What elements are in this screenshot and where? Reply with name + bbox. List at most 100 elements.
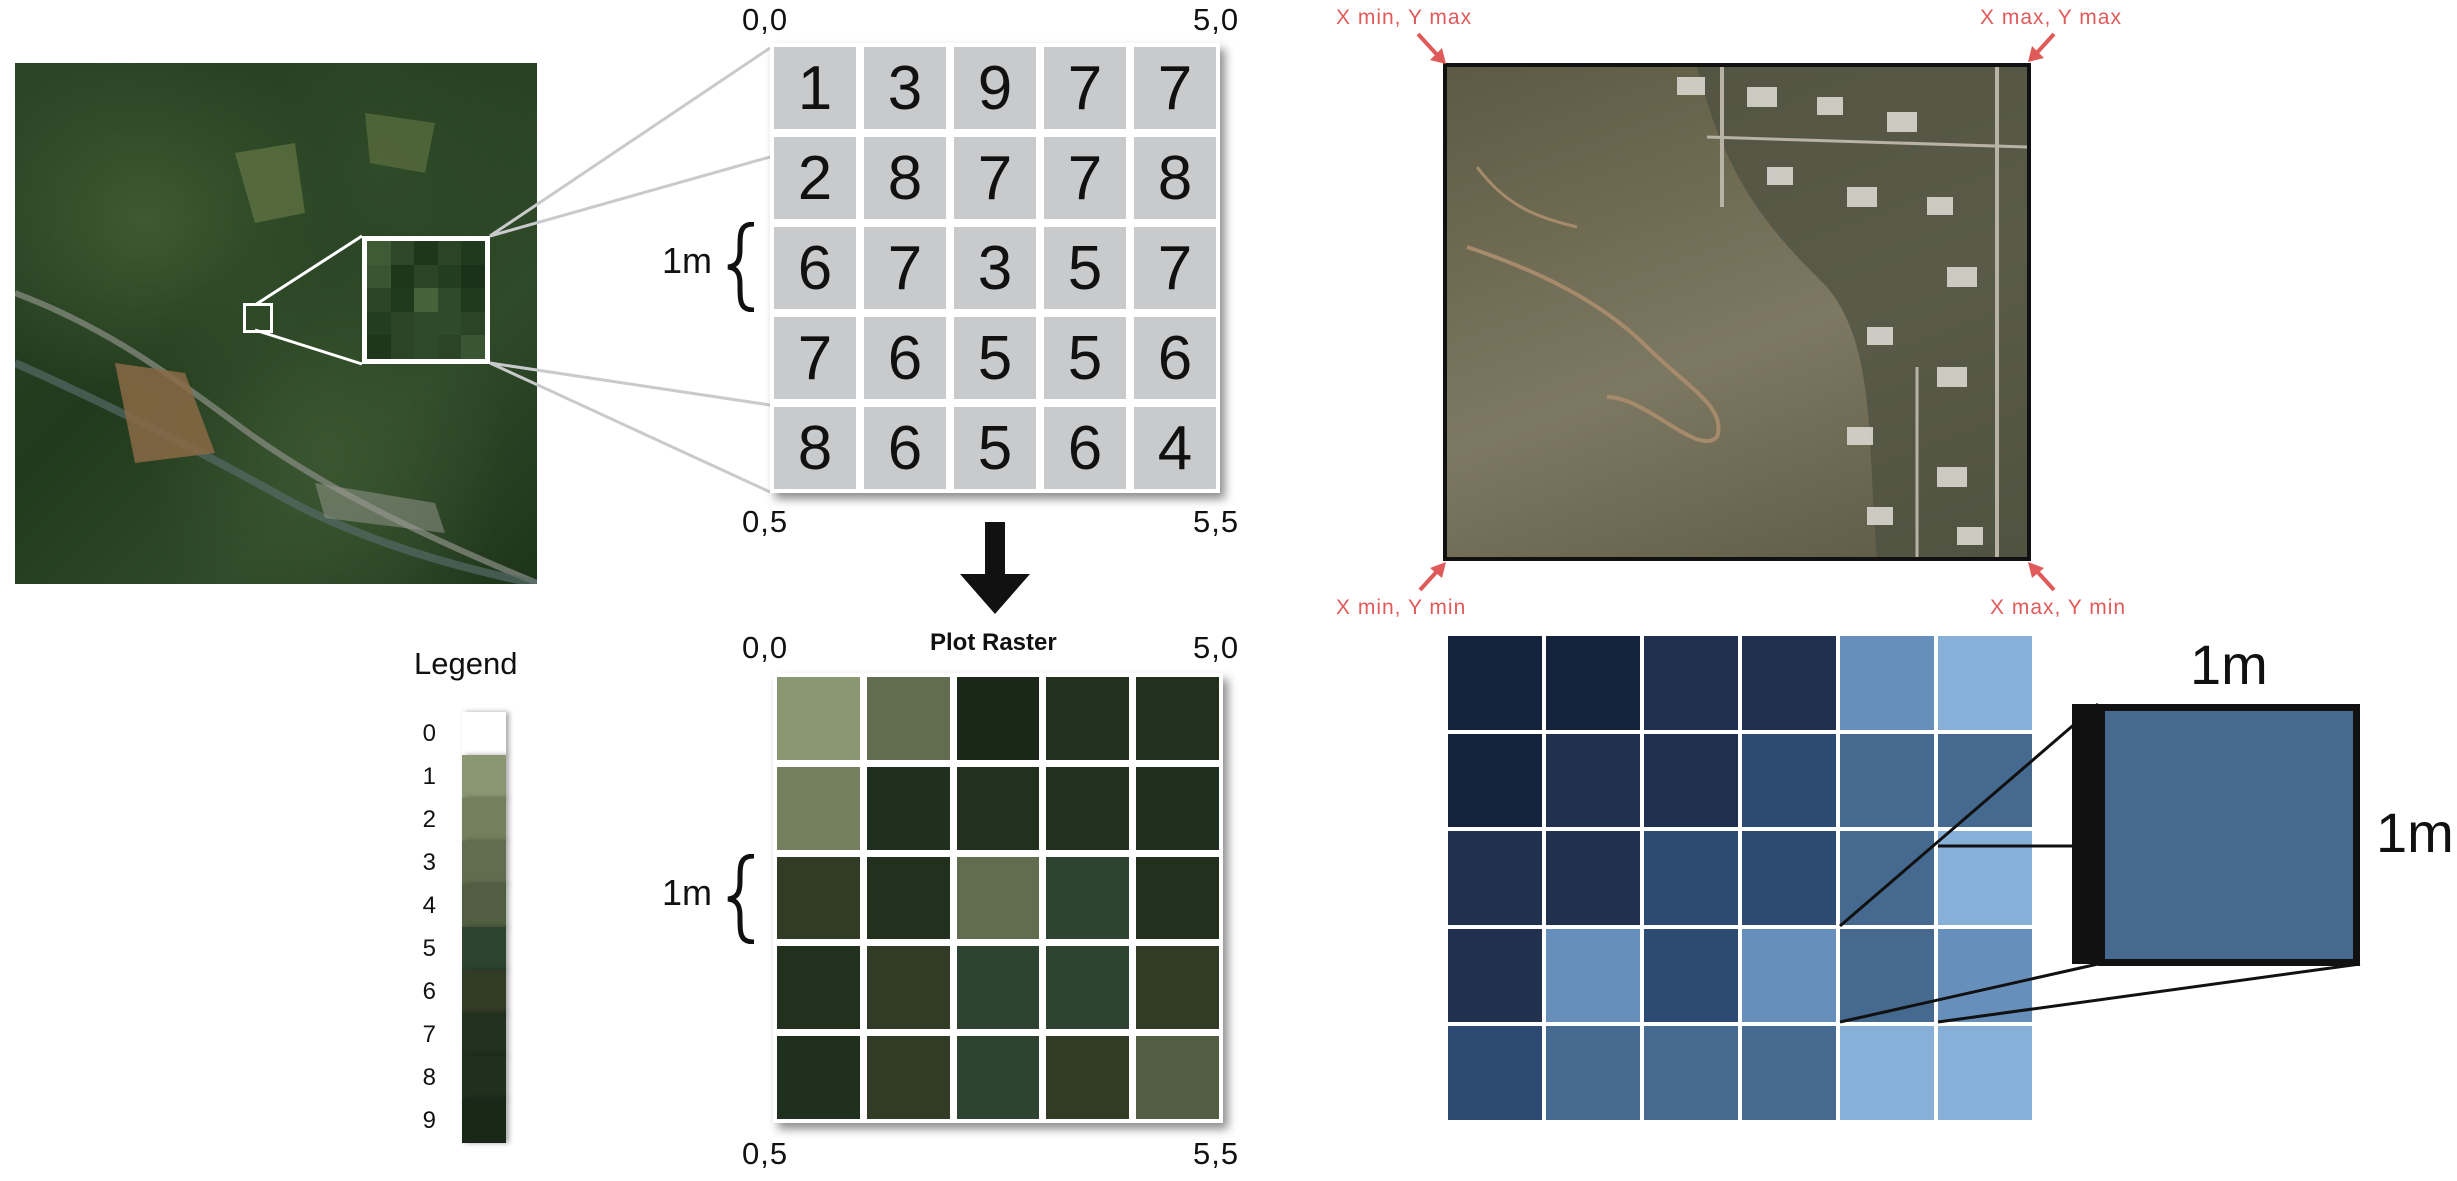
legend-swatch	[462, 1055, 506, 1100]
raster-cell	[1046, 856, 1130, 940]
raster-cell	[1136, 766, 1219, 850]
blue-raster-cell	[1742, 733, 1836, 828]
number-cell: 5	[1044, 317, 1126, 399]
blue-raster-cell	[1448, 733, 1542, 828]
raster-cell	[1136, 856, 1219, 940]
number-cell: 1	[774, 47, 856, 129]
blue-raster-cell	[1840, 636, 1934, 730]
legend-title: Legend	[414, 646, 518, 681]
raster-cell	[956, 946, 1040, 1030]
raster-cell	[1136, 677, 1219, 760]
blue-raster-cell	[1938, 928, 2032, 1023]
legend-item: 7	[412, 1012, 506, 1057]
number-cell: 8	[864, 137, 946, 219]
raster-cell	[1136, 946, 1219, 1030]
raster-cell	[866, 677, 950, 760]
number-cell: 7	[774, 317, 856, 399]
number-cell: 8	[774, 407, 856, 489]
top-grid-coord-tr: 5,0	[1193, 2, 1240, 37]
corner-label-top-right: X max, Y max	[1980, 6, 2122, 29]
number-cell: 5	[1044, 227, 1126, 309]
aerial-features	[1466, 67, 2027, 557]
legend-item-label: 4	[422, 891, 436, 919]
blue-raster-cell	[1742, 831, 1836, 925]
blue-raster-cell	[1742, 636, 1836, 730]
blue-raster-grid	[1448, 636, 2032, 1120]
number-cell: 7	[1044, 137, 1126, 219]
top-grid-coord-bl: 0,5	[742, 504, 789, 539]
blue-raster-cell	[1448, 831, 1542, 925]
raster-cell	[956, 677, 1040, 760]
raster-cell	[1046, 677, 1130, 760]
blue-raster-cell	[1644, 928, 1738, 1023]
legend-item-label: 5	[422, 934, 436, 962]
legend-item: 9	[412, 1098, 506, 1143]
blue-raster-cell	[1644, 733, 1738, 828]
legend-item: 8	[412, 1055, 506, 1100]
number-cell: 9	[954, 47, 1036, 129]
blue-raster-cell	[1742, 1026, 1836, 1120]
raster-cell	[866, 1036, 950, 1119]
number-cell: 6	[1134, 317, 1216, 399]
number-cell: 6	[1044, 407, 1126, 489]
raster-cell	[866, 766, 950, 850]
blue-raster-cell	[1938, 636, 2032, 730]
number-cell: 2	[774, 137, 856, 219]
legend-item-label: 3	[422, 848, 436, 876]
number-cell: 6	[774, 227, 856, 309]
raster-cell	[777, 677, 860, 760]
raster-cell	[777, 946, 860, 1030]
blue-raster-cell	[1644, 1026, 1738, 1120]
bottom-grid-coord-br: 5,5	[1193, 1136, 1240, 1171]
corner-label-bottom-right: X max, Y min	[1990, 596, 2127, 619]
raster-cell	[1136, 1036, 1219, 1119]
legend-item-label: 1	[422, 762, 436, 790]
blue-raster-cell	[1448, 928, 1542, 1023]
blue-raster-cell	[1938, 733, 2032, 828]
plot-raster-cell-size-label: 1m	[662, 872, 713, 913]
blue-raster-cell	[1546, 928, 1640, 1023]
blue-raster-cell	[1742, 928, 1836, 1023]
number-cell: 6	[864, 317, 946, 399]
raster-cell	[1046, 1036, 1130, 1119]
raster-cell	[1046, 766, 1130, 850]
legend-item: 0	[412, 711, 506, 756]
number-cell: 6	[864, 407, 946, 489]
number-cell: 4	[1134, 407, 1216, 489]
blue-raster-cell	[1546, 1026, 1640, 1120]
bottom-grid-coord-tl: 0,0	[742, 630, 789, 665]
down-arrow	[960, 522, 1030, 614]
zoomed-cell-height-label: 1m	[2376, 801, 2454, 864]
corner-label-top-left: X min, Y max	[1336, 6, 1473, 29]
number-grid-cell-size-label: 1m	[662, 240, 713, 281]
zoomed-cell-width-label: 1m	[2190, 633, 2268, 696]
raster-cell	[956, 856, 1040, 940]
raster-cell	[866, 946, 950, 1030]
number-cell: 3	[864, 47, 946, 129]
blue-raster-cell	[1448, 636, 1542, 730]
blue-raster-cell	[1448, 1026, 1542, 1120]
bottom-grid-coord-tr: 5,0	[1193, 630, 1240, 665]
corner-label-bottom-left: X min, Y min	[1336, 596, 1467, 619]
blue-raster-cell	[1840, 928, 1934, 1023]
blue-raster-cell	[1644, 831, 1738, 925]
raster-cell	[777, 1036, 860, 1119]
number-cell: 7	[1134, 47, 1216, 129]
satellite-inset	[362, 236, 490, 364]
legend-swatch	[462, 969, 506, 1014]
bottom-grid-coord-bl: 0,5	[742, 1136, 789, 1171]
blue-raster-cell	[1546, 636, 1640, 730]
legend-item-label: 8	[422, 1063, 436, 1091]
number-cell: 8	[1134, 137, 1216, 219]
plot-raster-grid	[773, 673, 1223, 1123]
blue-raster-cell	[1644, 636, 1738, 730]
raster-cell	[777, 766, 860, 850]
raster-cell	[956, 766, 1040, 850]
top-grid-coord-tl: 0,0	[742, 2, 789, 37]
satellite-features	[15, 113, 537, 584]
legend-item-label: 0	[422, 719, 436, 747]
